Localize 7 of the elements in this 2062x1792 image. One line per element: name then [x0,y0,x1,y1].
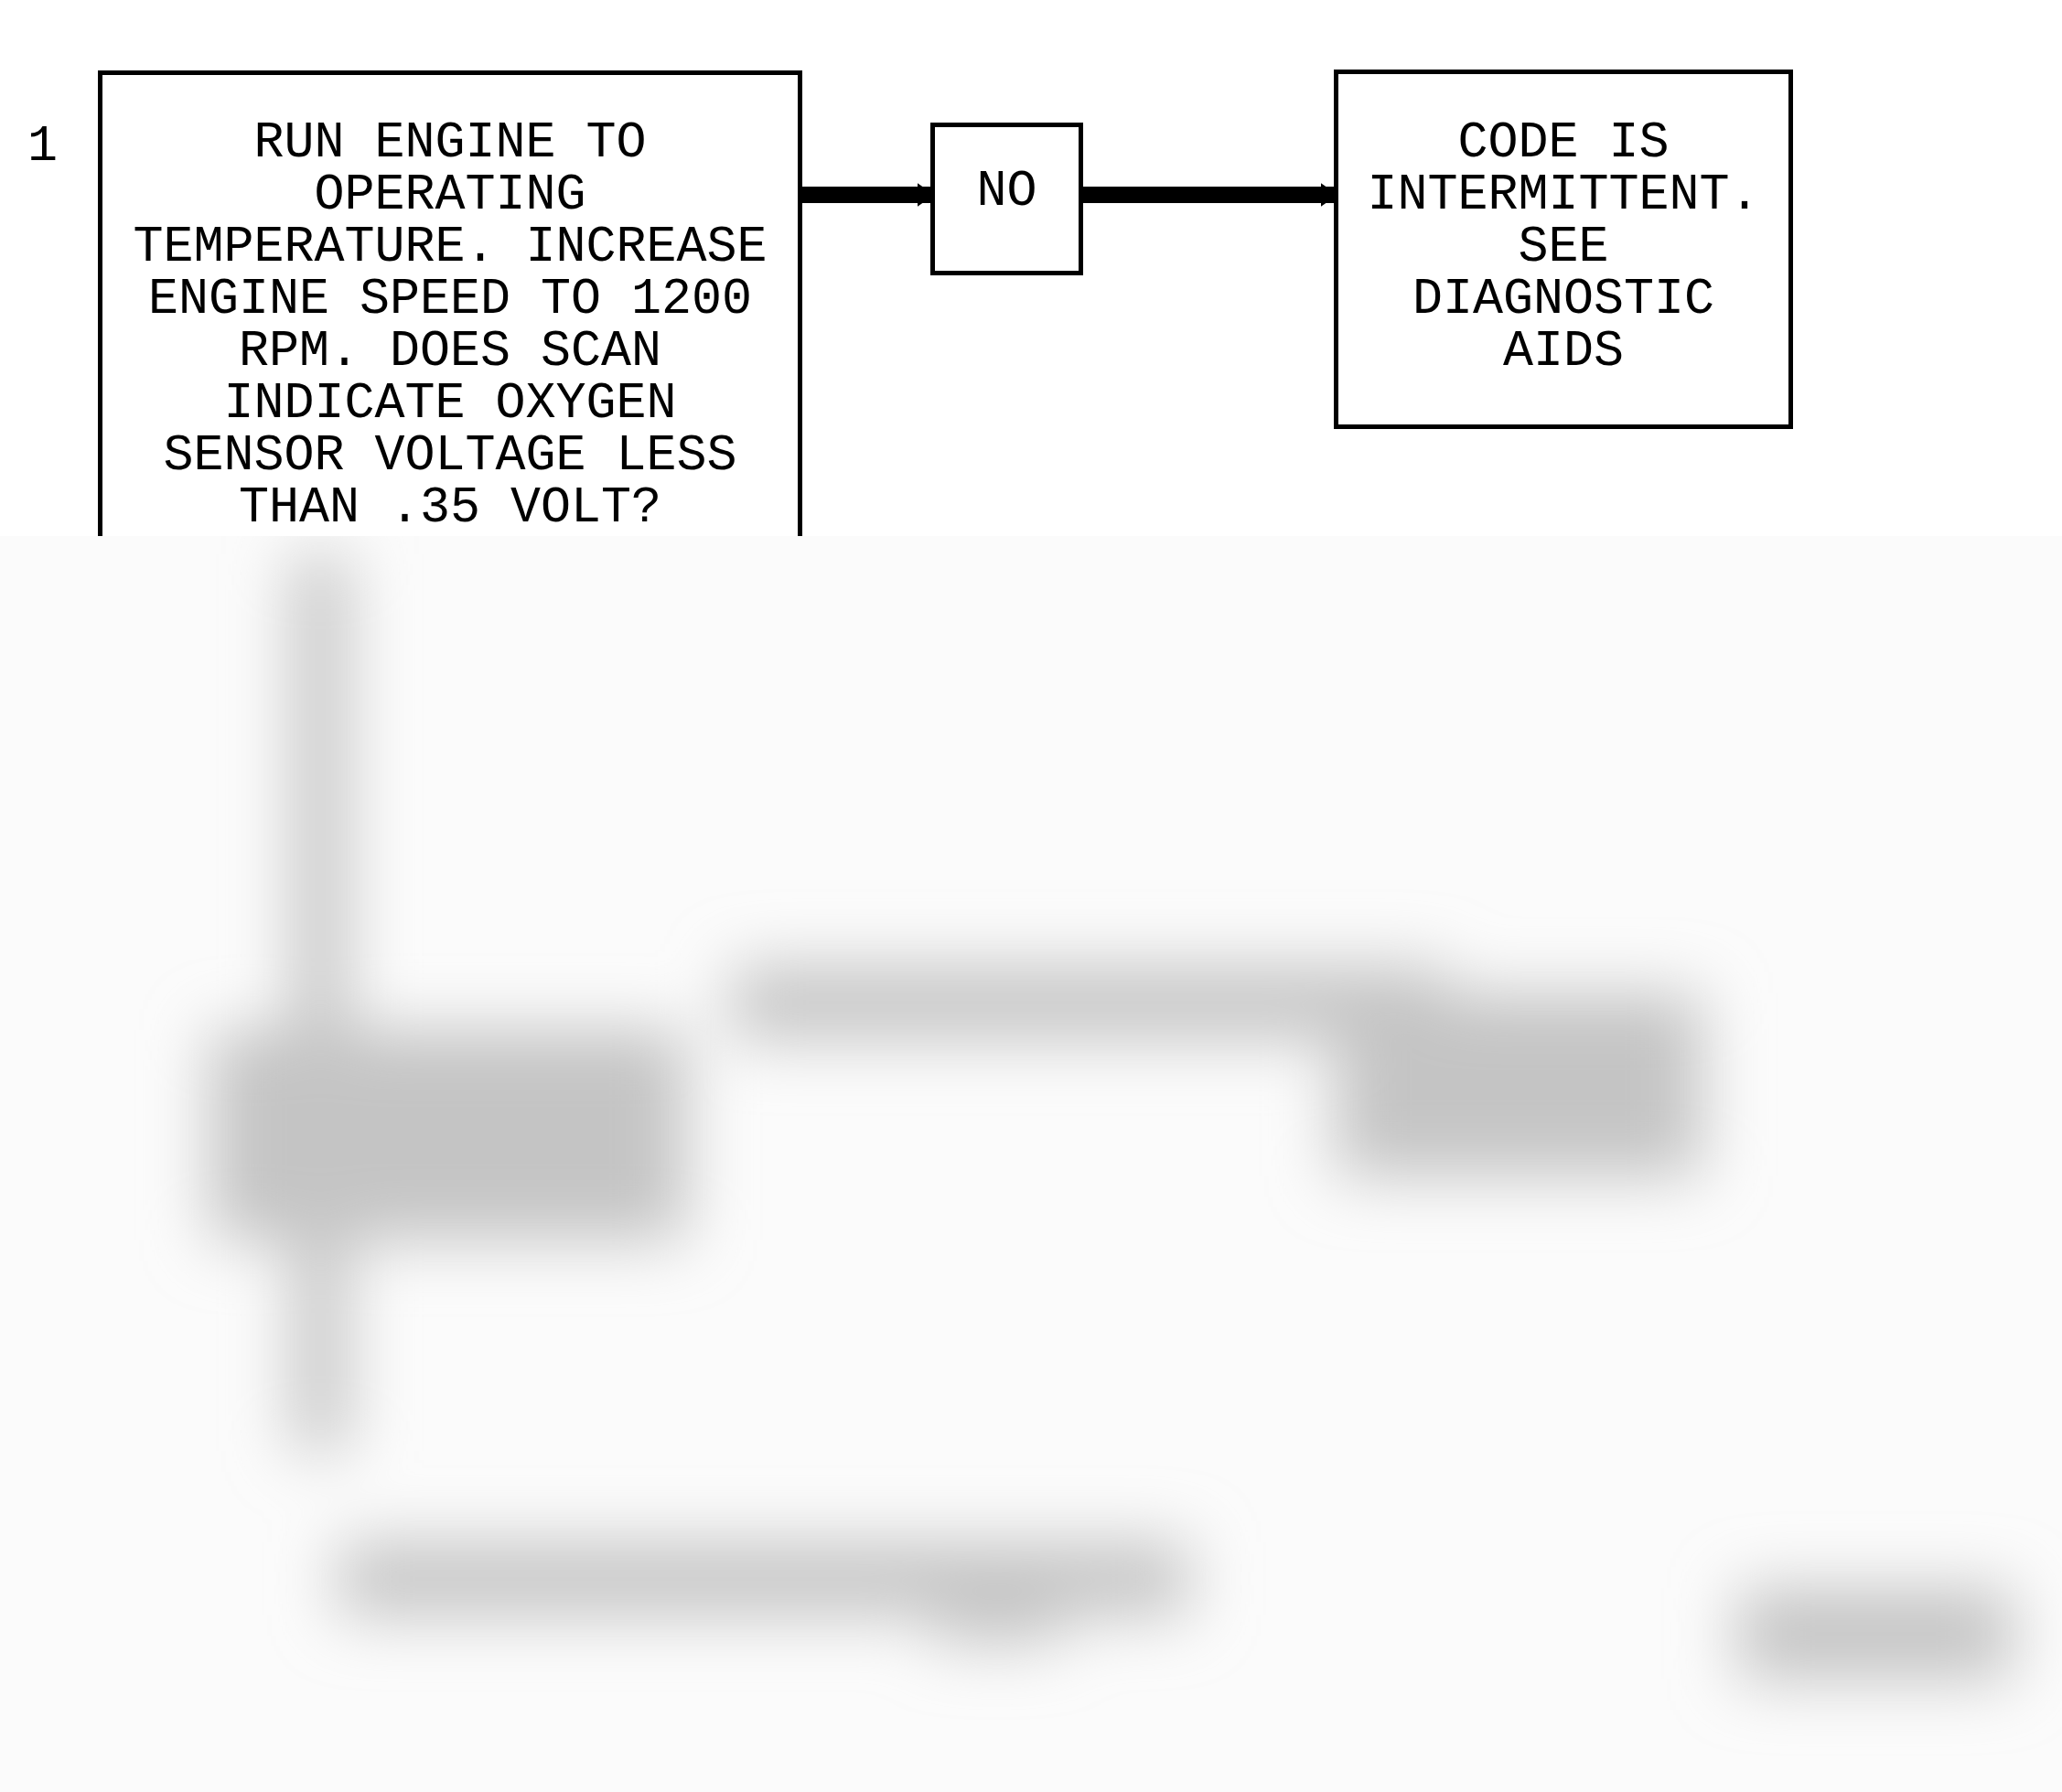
question-text: RUN ENGINE TO OPERATING TEMPERATURE. INCREASE ENGINE SPEED TO 1200 RPM. DOES SCAN INDICATE OXYGEN SENSOR VOLTAGE LESS THAN .35 VOLT? [132,117,768,534]
answer-text: NO [975,166,1038,218]
step-number: 1 [27,121,58,173]
result-box [1334,70,1793,429]
question-box [98,70,802,536]
answer-label-box [930,123,1083,275]
result-text: CODE IS INTERMITTENT. SEE DIAGNOSTIC AIDS [1366,117,1761,378]
